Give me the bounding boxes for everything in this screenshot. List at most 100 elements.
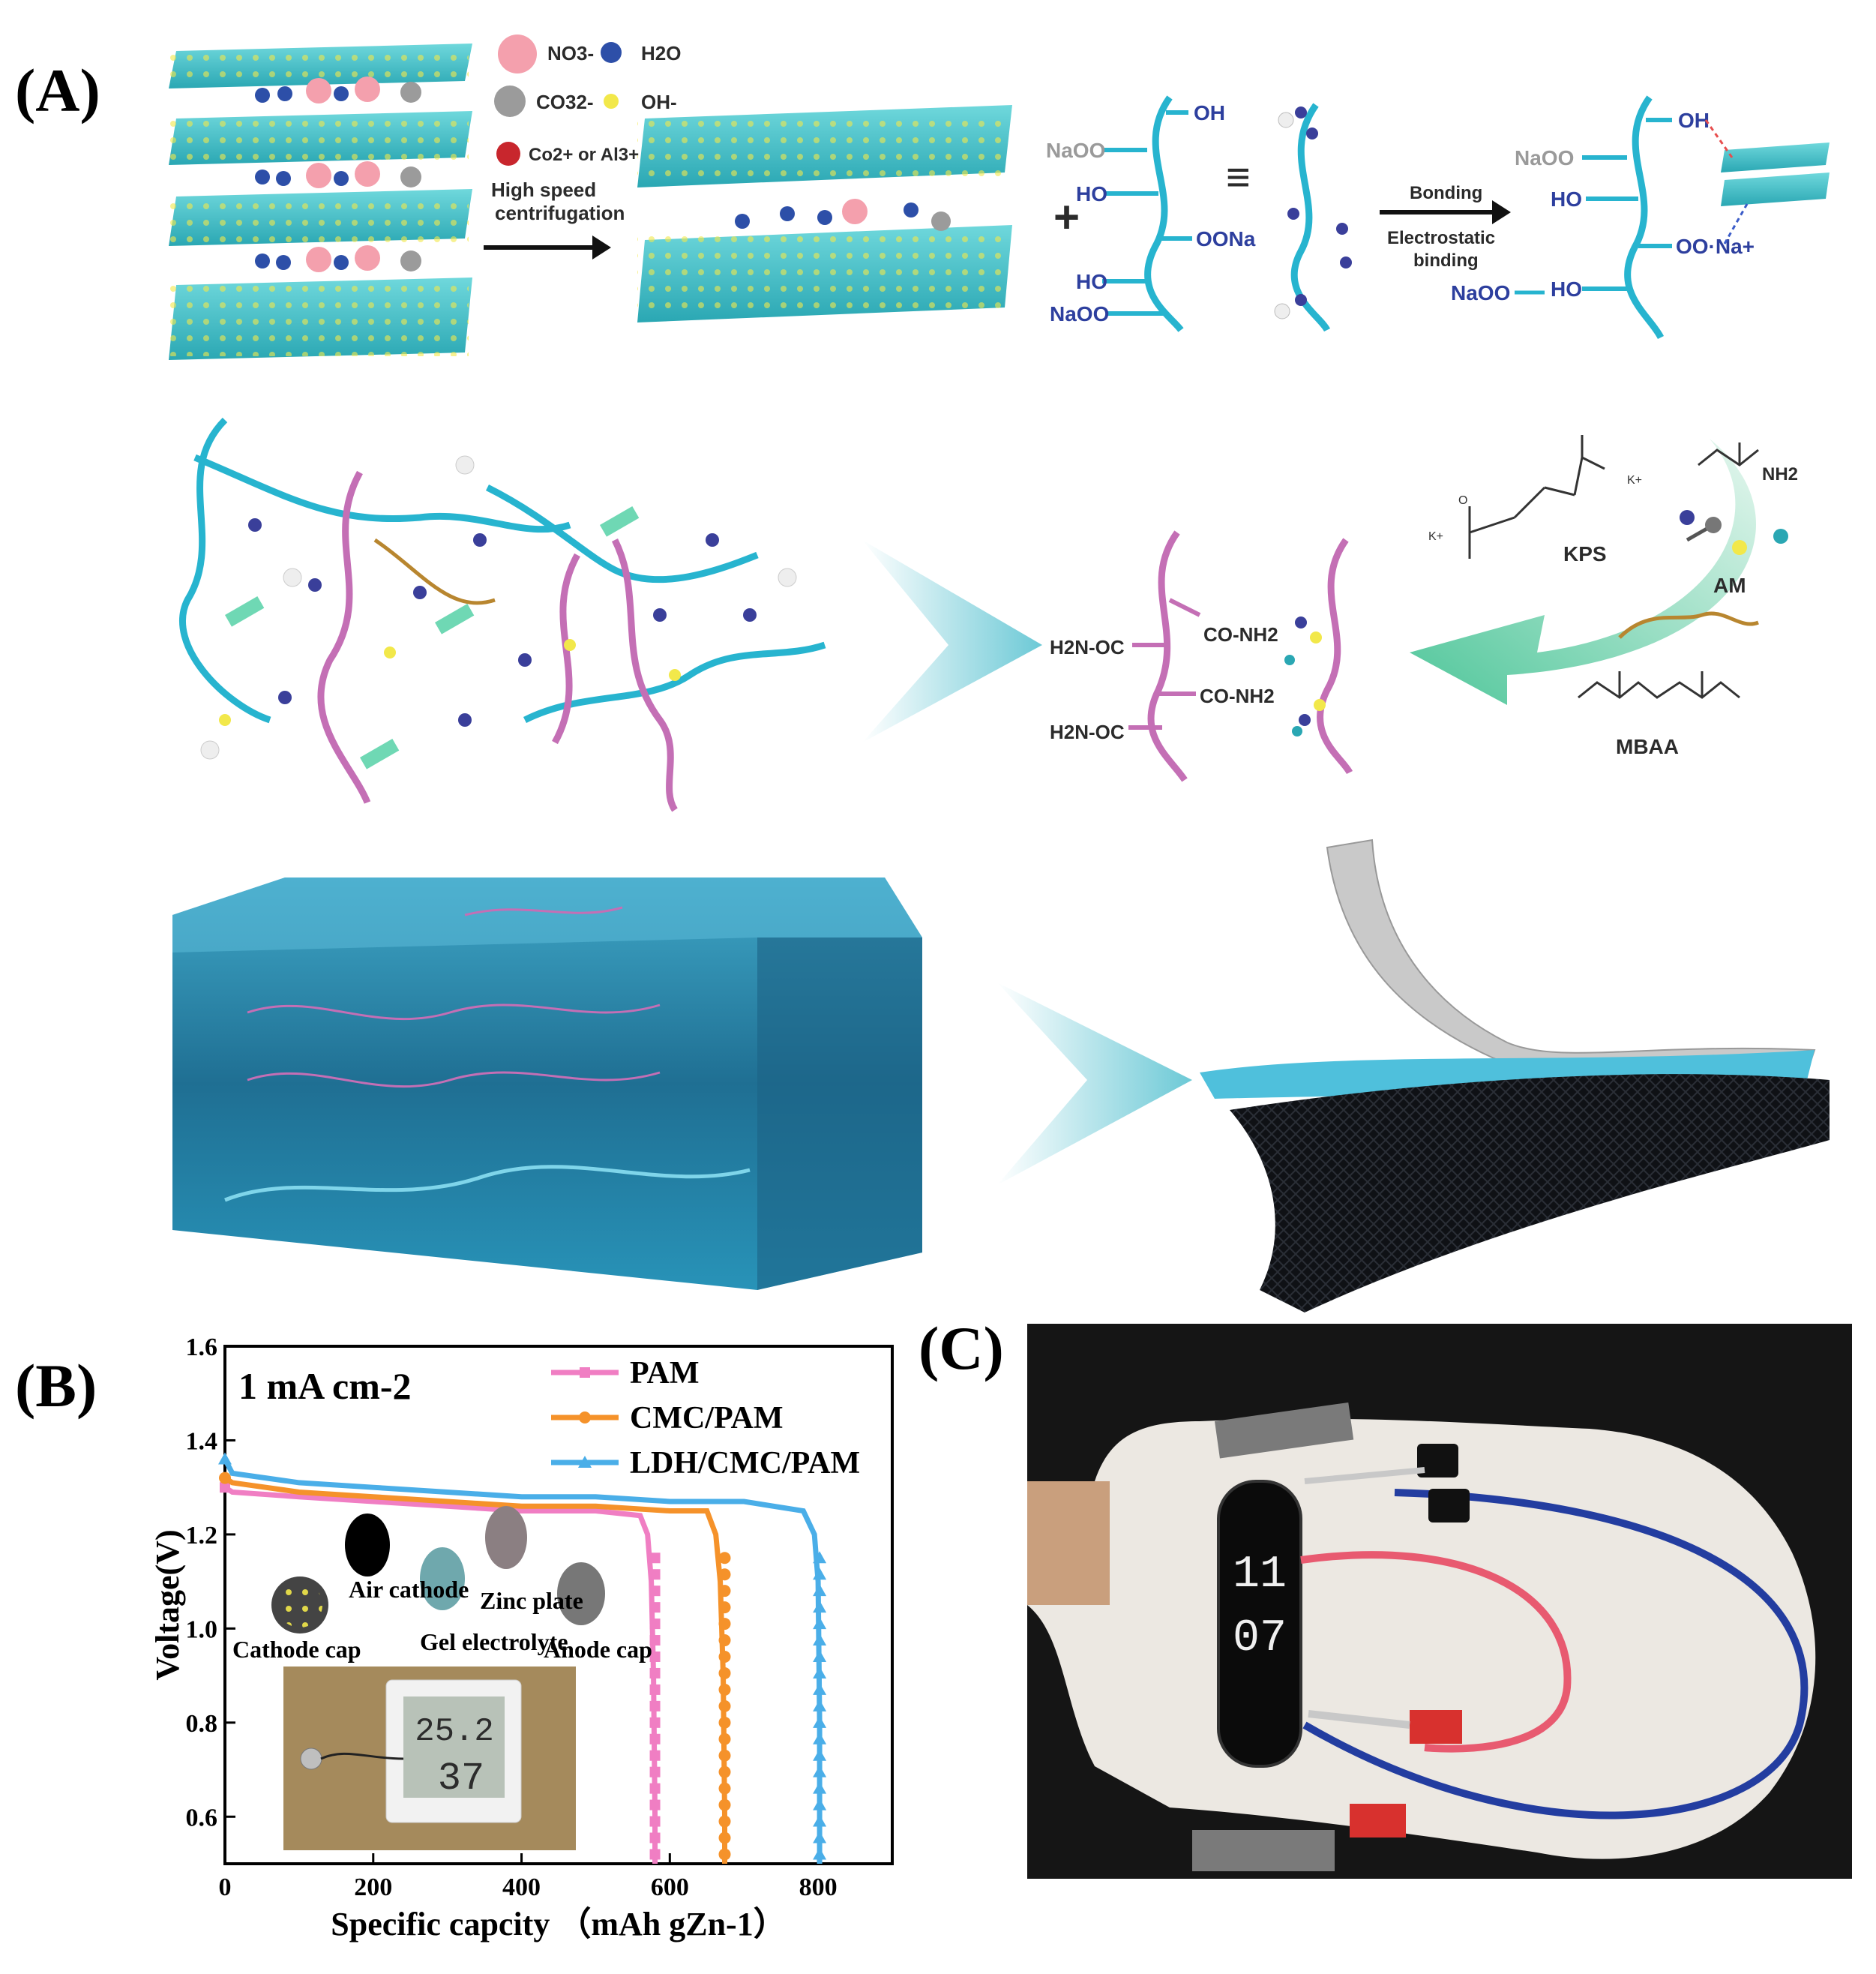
pam-h2noc-label-2: H2N-OC [1050,721,1125,743]
kps-structure: O K+ K+ KPS [1428,435,1642,566]
data-point [649,1552,661,1564]
black-clip [1428,1489,1470,1522]
no3-ion-icon [498,34,537,74]
anode-cap-label: Anode cap [544,1636,652,1663]
equivalent-sign: ≡ [1226,153,1251,200]
cmc-naoo-label-1: NaOO [1046,139,1105,162]
nh2-label: NH2 [1762,464,1798,484]
bonded-ho-label-1: HO [1551,188,1582,211]
exfoliated-ldh [637,105,1012,322]
legend-label: PAM [630,1356,700,1390]
data-point [718,1634,731,1647]
data-point [813,1584,827,1597]
bonding-label: Bonding [1410,183,1482,203]
data-point [813,1715,827,1728]
watch-hour-readout: 11 [1233,1550,1287,1600]
data-point [813,1617,827,1630]
data-point [649,1733,661,1744]
cmc-ho-label-1: HO [1076,182,1107,206]
bonding-arrow-icon [1380,200,1511,224]
gel-icon [420,1547,465,1610]
kps-label: KPS [1563,542,1607,566]
data-point [718,1568,731,1581]
h2o-molecule-icon [601,42,622,63]
data-point [813,1666,827,1678]
air-cathode-icon [345,1514,390,1576]
data-point [813,1765,827,1778]
x-tick-label: 200 [354,1874,392,1901]
data-point [813,1781,827,1794]
chevron-arrow-icon [997,982,1192,1185]
data-point [813,1650,827,1662]
y-axis: 0.60.81.01.21.41.6 [186,1334,235,1832]
cmc-oh-label: OH [1194,101,1225,124]
red-connector [1410,1710,1462,1744]
data-point [649,1618,661,1630]
data-point [718,1651,731,1663]
data-point [579,1412,591,1424]
curved-arrow-icon [1410,439,1757,705]
y-tick-label: 1.6 [186,1334,218,1361]
ldh-sheet [169,189,472,246]
mbaa-chain [1618,611,1759,639]
panel-label-a: (A) [15,56,100,124]
kps-k-label-2: K+ [1428,530,1443,543]
co3-label: CO32- [536,91,594,113]
y-tick-label: 1.4 [186,1427,218,1455]
mbaa-structure: MBAA [1578,671,1740,758]
bonded-ho-label-2: HO [1551,278,1582,301]
cmc-ho-label-2: HO [1076,270,1107,293]
mbaa-label: MBAA [1616,735,1679,758]
watch-minute-readout: 07 [1233,1613,1287,1664]
hygro-top-readout: 25.2 [415,1713,494,1750]
smart-watch: 11 07 [1217,1480,1302,1768]
hydrogel-block [172,878,922,1290]
centrifuge-arrow-icon [484,236,611,260]
data-point [718,1815,731,1828]
x-tick-label: 800 [799,1874,838,1901]
metal-label: Co2+ or Al3+ [529,145,639,165]
data-point [649,1700,661,1712]
bonded-oh-label: OH [1678,109,1710,132]
y-tick-label: 0.6 [186,1804,218,1832]
data-point [718,1601,731,1614]
data-point [649,1717,661,1728]
data-point [649,1684,661,1695]
data-point [649,1652,661,1662]
bonded-naoo-label-1: NaOO [1515,146,1574,170]
data-point [718,1766,731,1778]
data-point [649,1799,661,1810]
data-point [718,1585,731,1598]
data-point [649,1569,661,1580]
x-axis-label: Specific capcity （mAh gZn-1） [331,1906,786,1942]
x-tick-label: 0 [219,1874,232,1901]
legend-label: CMC/PAM [630,1401,783,1436]
pam-chains: H2N-OC CO-NH2 CO-NH2 H2N-OC [1050,530,1353,782]
gel-electrolyte-label: Gel electrolyte [420,1628,568,1655]
data-point [813,1798,827,1810]
plus-sign: + [1053,192,1080,242]
data-point [218,1452,232,1465]
co3-ion-icon [494,86,526,117]
cmc-naoo-label-2: NaOO [1050,302,1109,326]
cmc-oona-label: OONa [1196,227,1256,250]
pam-conh2-label-1: CO-NH2 [1203,623,1278,646]
ldh-stack [169,44,472,360]
chevron-arrow-icon [862,540,1042,742]
blue-wire [1302,1489,1809,1820]
legend-label: LDH/CMC/PAM [630,1446,860,1480]
x-tick-label: 400 [502,1874,541,1901]
wearable-photo: 11 07 [1027,1324,1852,1879]
cmc-ball-stick [1274,103,1352,332]
data-point [649,1849,661,1860]
data-point [813,1551,827,1564]
data-point [813,1699,827,1712]
current-density-label: 1 mA cm-2 [238,1365,412,1407]
data-point [813,1600,827,1613]
data-point [718,1732,731,1745]
ldh-sheet [169,44,472,88]
legend: PAM CMC/PAM LDH/CMC/PAM [551,1356,860,1480]
